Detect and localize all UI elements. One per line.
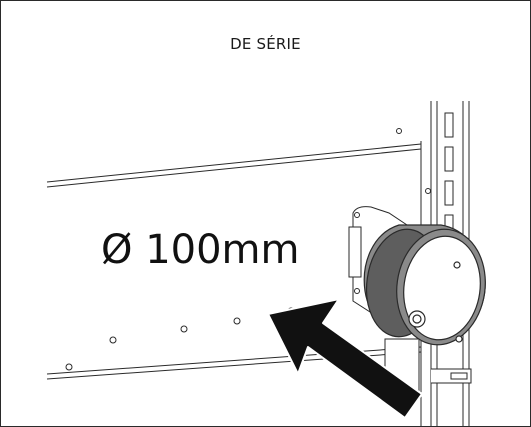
diameter-label: Ø 100mm [101,227,300,273]
panel-screws [65,128,402,371]
exhaust-collar [363,224,486,346]
panel-top-edge [46,143,422,188]
caption-label: DE SÉRIE [230,35,301,53]
pointing-arrow [267,298,423,419]
